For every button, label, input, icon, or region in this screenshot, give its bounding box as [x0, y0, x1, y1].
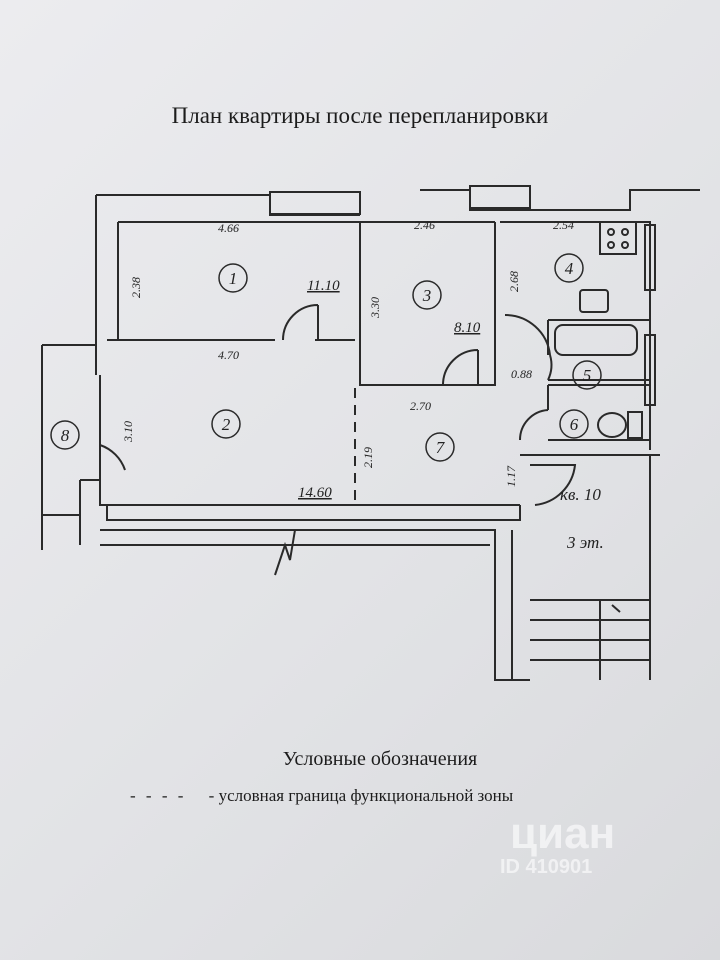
dim-r5-width: 0.88: [511, 367, 532, 381]
window: [469, 185, 531, 209]
room-3-number: 3: [422, 286, 432, 305]
door-room1: [282, 304, 319, 341]
room-5-number: 5: [583, 366, 592, 385]
dim-r2-width: 4.70: [218, 348, 239, 362]
stairs: [530, 599, 650, 680]
dim-r2-height: 3.10: [121, 421, 135, 443]
dim-r7-width: 2.70: [410, 399, 431, 413]
room-3-area: 8.10: [454, 320, 481, 336]
apartment-label: кв. 10: [560, 485, 601, 504]
room-1-area: 11.10: [307, 278, 340, 294]
floor-label: 3 эт.: [566, 533, 604, 552]
door-room5: [547, 354, 553, 381]
door-balcony: [99, 444, 126, 471]
wall-radiator: [644, 334, 656, 406]
dim-r7-height: 2.19: [361, 447, 375, 468]
dim-r3-height: 3.30: [368, 297, 382, 319]
watermark-logo: циан: [510, 809, 616, 858]
dim-r7-door: 1.17: [504, 465, 518, 487]
sink: [579, 289, 609, 313]
dim-r3-width: 2.46: [414, 218, 435, 232]
door-room6: [518, 409, 549, 441]
room-1-number: 1: [229, 269, 238, 288]
bathtub: [554, 324, 638, 356]
dim-r4-width: 2.54: [553, 218, 574, 232]
room-4-number: 4: [565, 259, 574, 278]
room-6-number: 6: [570, 415, 579, 434]
dim-r1-width: 4.66: [218, 221, 239, 235]
kitchen-stove: [599, 221, 637, 255]
dashed-line-symbol: - - - -: [130, 786, 187, 805]
plan-title: План квартиры после перепланировки: [171, 103, 549, 128]
outer-wall: [79, 189, 700, 545]
room-2-number: 2: [222, 415, 231, 434]
entrance-door: [530, 464, 577, 506]
dim-r4-height: 2.68: [507, 271, 521, 292]
room-8-number: 8: [61, 426, 70, 445]
toilet: [597, 412, 627, 438]
room-2-area: 14.60: [298, 485, 332, 501]
break-mark: [274, 529, 296, 576]
dim-r1-height: 2.38: [129, 277, 143, 298]
watermark: циан ID 410901: [420, 812, 615, 879]
legend-text: - условная граница функциональной зоны: [208, 786, 514, 805]
bath-walls: [520, 319, 660, 456]
door-room3: [442, 349, 479, 386]
corridor-walls: [100, 455, 651, 681]
watermark-id: ID 410901: [500, 856, 593, 878]
legend-item: - - - - - условная граница функционально…: [130, 786, 513, 806]
door-room4: [504, 313, 551, 356]
room-7-number: 7: [436, 438, 446, 457]
wall-radiator: [644, 224, 656, 291]
balcony: [41, 344, 96, 550]
legend-title: Условные обозначения: [282, 748, 478, 770]
window: [269, 191, 361, 215]
